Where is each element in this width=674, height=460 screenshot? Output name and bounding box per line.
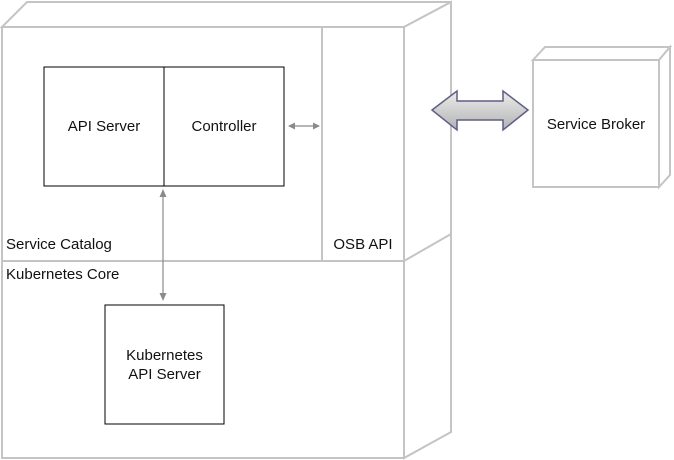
main-box-top-face bbox=[0, 1, 452, 28]
api-server-label: API Server bbox=[67, 118, 141, 135]
broker-box-top-face bbox=[530, 46, 673, 61]
catalog-core-side-divider bbox=[403, 233, 452, 262]
arrowhead-left-icon bbox=[288, 122, 295, 130]
main-box-side-face bbox=[403, 0, 452, 460]
arrowhead-down-icon bbox=[159, 293, 167, 301]
controller-box bbox=[163, 66, 285, 187]
service-catalog-label: Service Catalog bbox=[6, 236, 112, 253]
kubernetes-core-label: Kubernetes Core bbox=[6, 266, 120, 283]
kubernetes-api-server-label-line2: API Server bbox=[128, 366, 201, 383]
service-broker-label: Service Broker bbox=[546, 116, 646, 133]
broker-box-side-face bbox=[658, 44, 671, 190]
api-server-box bbox=[43, 66, 165, 187]
controller-label: Controller bbox=[191, 118, 257, 135]
catalog-kubernetes-connector bbox=[159, 189, 167, 301]
service-broker-box bbox=[530, 44, 673, 190]
arrowhead-up-icon bbox=[159, 189, 167, 197]
broker-box-front-face bbox=[532, 59, 660, 188]
kubernetes-api-server-label-line1: Kubernetes bbox=[126, 347, 203, 364]
controller-osb-connector bbox=[288, 122, 320, 130]
kubernetes-api-server-box bbox=[104, 304, 225, 425]
arrowhead-right-icon bbox=[313, 122, 320, 130]
osb-api-label: OSB API bbox=[333, 236, 393, 253]
double-arrow-icon bbox=[430, 89, 530, 132]
